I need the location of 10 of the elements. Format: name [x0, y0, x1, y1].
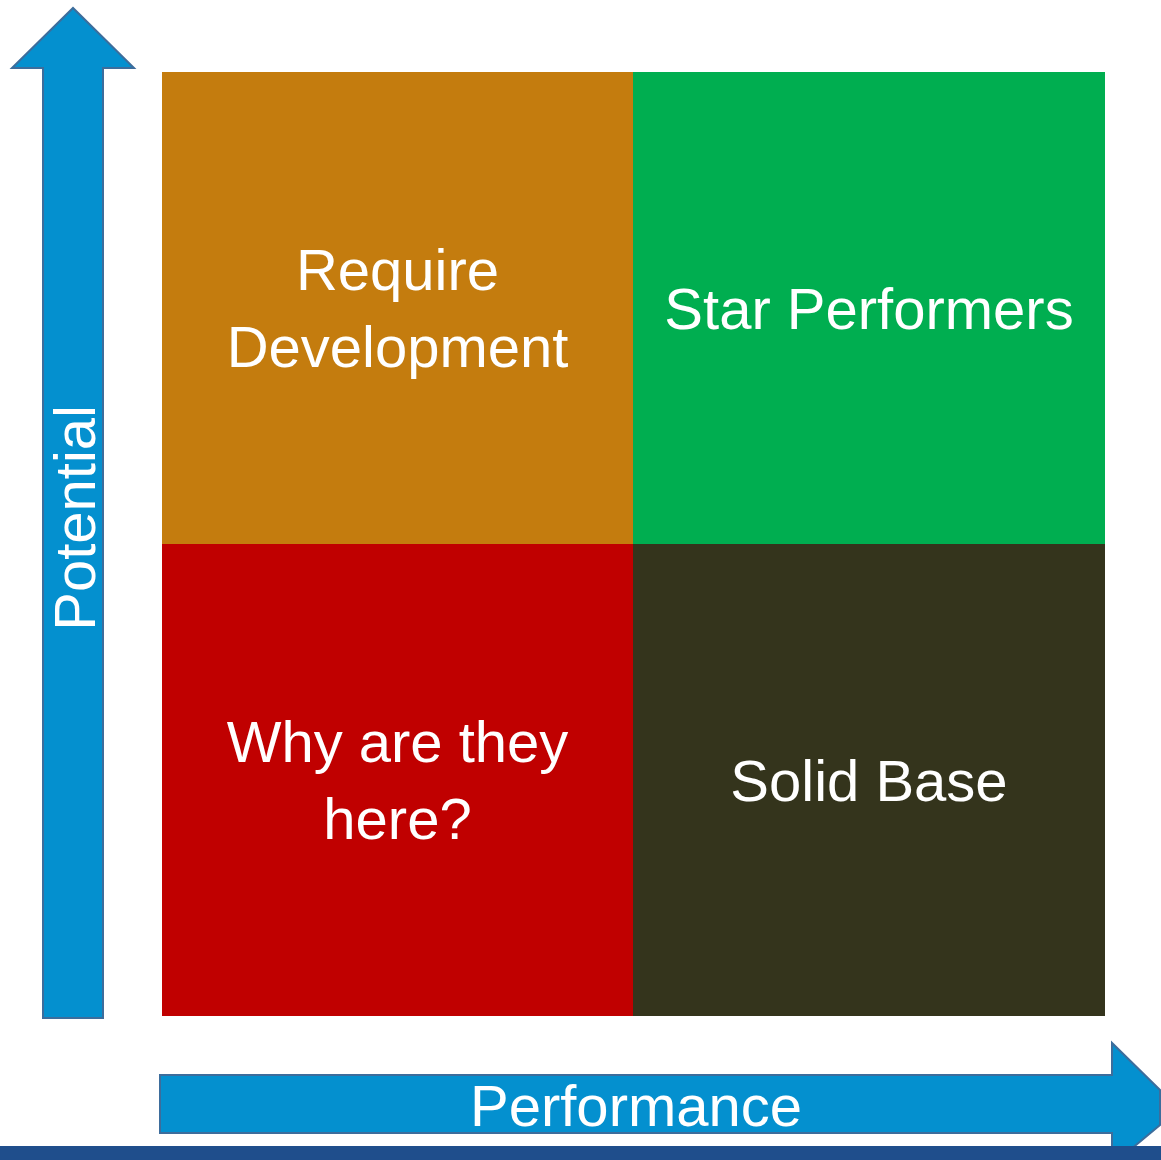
quadrant-box [633, 544, 1105, 1016]
quadrant-box [633, 72, 1105, 544]
quadrant-label: Why are they here? [225, 708, 570, 853]
quadrant-label: Star Performers [664, 274, 1074, 343]
quadrant-box [162, 544, 633, 1016]
quadrant-label: Require Development [225, 236, 570, 381]
quadrant-label: Solid Base [730, 746, 1008, 815]
axis-label: Potential [46, 405, 104, 631]
quadrant-box [162, 72, 633, 544]
axis-label: Performance [470, 1077, 803, 1135]
